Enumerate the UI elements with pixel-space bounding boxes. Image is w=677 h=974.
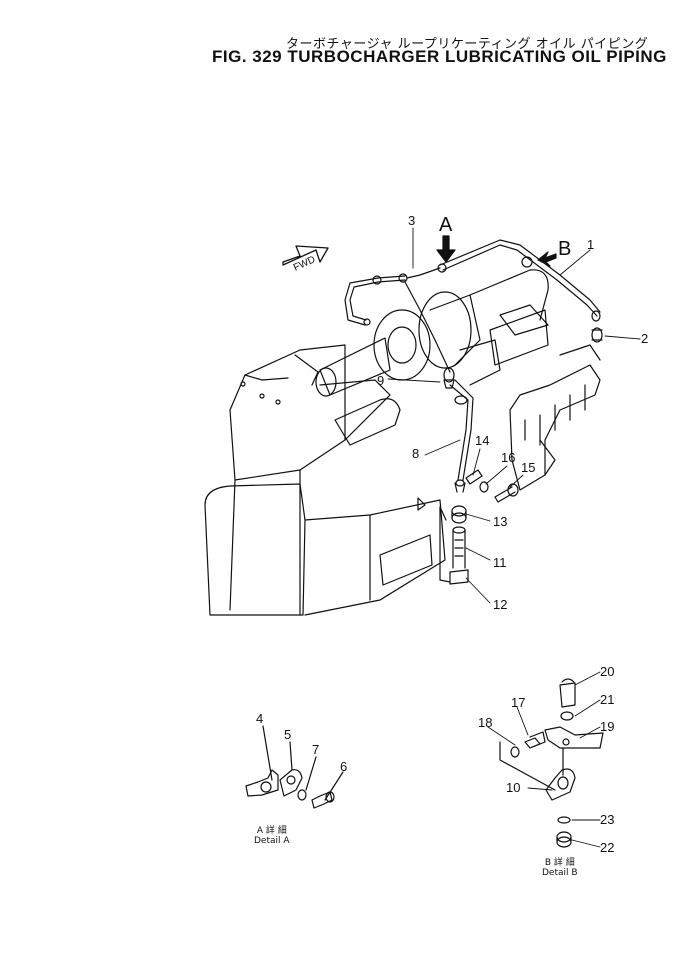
part-number-label: 15 — [521, 460, 536, 475]
oil-pipe-part-3 — [344, 273, 451, 373]
detail-b-caption-japanese: B 詳 細 — [544, 858, 575, 868]
view-arrow-a-icon — [436, 235, 456, 263]
part-number-label: 2 — [641, 331, 649, 346]
detail-b-clamp-assembly — [499, 678, 604, 848]
fwd-arrow-icon: FWD — [282, 245, 329, 274]
detail-b-leader-lines — [487, 671, 601, 848]
part-number-label: 21 — [600, 692, 615, 707]
part-number-label: 12 — [493, 597, 508, 612]
exhaust-manifold — [509, 344, 601, 491]
part-number-label: 10 — [506, 780, 521, 795]
turbocharger — [315, 269, 549, 397]
detail-b-caption-english: Detail B — [542, 868, 578, 878]
part-number-label: 14 — [475, 433, 490, 448]
part-number-label: 8 — [412, 446, 420, 461]
fitting-part-9 — [443, 367, 455, 389]
part-number-label: 16 — [501, 450, 516, 465]
part-number-label: 3 — [408, 213, 416, 228]
oil-drain-pipe-part-8 — [449, 379, 474, 493]
detail-a-caption: A 詳 細 Detail A — [254, 826, 290, 846]
figure-title-japanese: ターボチャージャ ループリケーティング オイル パイピング — [286, 37, 649, 52]
detail-a-caption-english: Detail A — [254, 836, 290, 846]
part-number-label: 4 — [256, 711, 264, 726]
part-number-label: 18 — [478, 715, 493, 730]
leader-lines — [387, 227, 641, 604]
view-arrow-b-icon — [537, 251, 557, 267]
part-number-label: 1 — [587, 237, 595, 252]
figure-title: FIG. 329 TURBOCHARGER LUBRICATING OIL PI… — [212, 47, 667, 66]
view-label-b: B — [558, 238, 572, 260]
adapter-parts-11-12-13 — [417, 497, 469, 585]
part-number-label: 17 — [511, 695, 526, 710]
part-number-label: 13 — [493, 514, 508, 529]
part-number-label: 6 — [340, 759, 348, 774]
part-number-label: 7 — [312, 742, 320, 757]
part-number-label: 9 — [377, 373, 385, 388]
connector-part-2 — [591, 327, 603, 343]
view-label-a: A — [439, 214, 453, 236]
bolt-parts-14-15-16 — [465, 469, 519, 503]
part-number-label: 19 — [600, 719, 615, 734]
detail-a-caption-japanese: A 詳 細 — [256, 826, 287, 836]
part-number-label: 5 — [284, 727, 292, 742]
engine-block — [204, 344, 446, 616]
detail-a-clamp-assembly — [245, 725, 344, 809]
part-number-label: 11 — [493, 555, 507, 570]
detail-b-caption: B 詳 細 Detail B — [542, 858, 578, 878]
part-number-label: 23 — [600, 812, 615, 827]
part-number-label: 20 — [600, 664, 615, 679]
part-number-label: 22 — [600, 840, 615, 855]
